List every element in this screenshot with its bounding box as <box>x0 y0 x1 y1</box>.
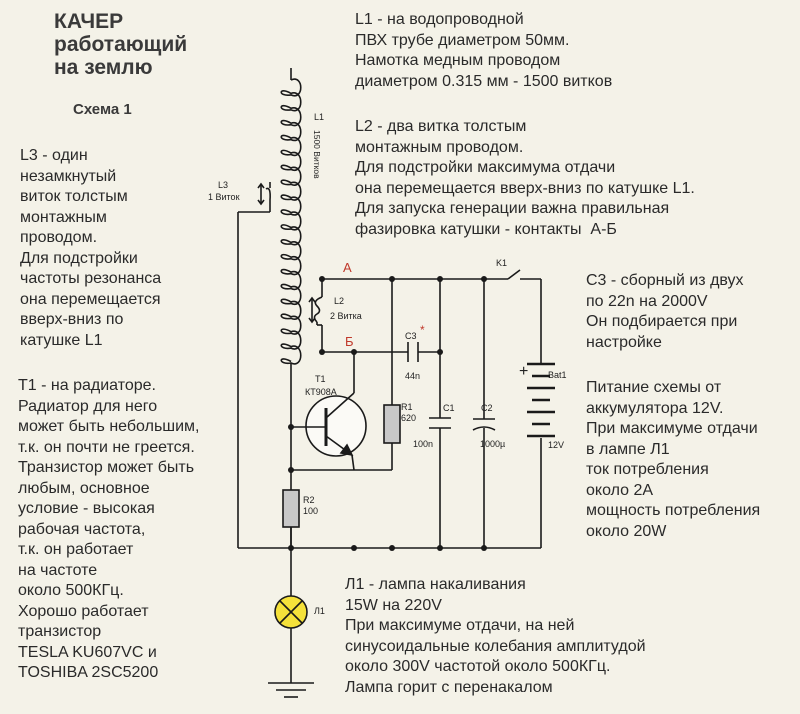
lamp-l1 <box>274 595 308 629</box>
c1-value-label: 100n <box>413 439 433 449</box>
junction-dots <box>288 276 487 551</box>
lamp-label: Л1 <box>314 606 325 616</box>
r1-value-label: 620 <box>401 413 416 423</box>
battery-label: Bat1 <box>548 370 567 380</box>
coil-l1-winding <box>280 78 302 365</box>
note-c3: С3 - сборный из двух по 22n на 2000V Он … <box>586 272 744 351</box>
coil-l2 <box>313 279 323 352</box>
c2-label: C2 <box>481 403 493 413</box>
c3-mark: * <box>420 323 425 337</box>
switch-k1-label: K1 <box>496 258 507 268</box>
l2-turns-label: 2 Витка <box>330 311 362 321</box>
l3-label: L3 <box>218 180 228 190</box>
note-t1: T1 - на радиаторе. Радиатор для него мож… <box>18 377 200 681</box>
l3-turns-label: 1 Виток <box>208 192 240 202</box>
contact-b-label: Б <box>345 334 354 349</box>
c3-label: C3 <box>405 331 417 341</box>
ground-symbol <box>268 682 314 698</box>
battery-plus-sign: + <box>519 363 528 380</box>
coil-l1 <box>280 78 302 365</box>
t1-label: T1 <box>315 374 326 384</box>
capacitor-c1 <box>429 279 451 548</box>
contact-a-label: А <box>343 260 352 275</box>
transistor-t1 <box>291 392 367 471</box>
adjust-arrow-l2 <box>308 296 316 324</box>
capacitor-c2 <box>472 279 496 548</box>
switch-k1 <box>507 269 541 280</box>
page-subtitle: Схема 1 <box>73 101 132 118</box>
l1-turns-label: 1500 Витков <box>312 130 322 179</box>
note-lamp: Л1 - лампа накаливания 15W на 220V При м… <box>345 576 646 696</box>
battery-voltage-label: 12V <box>548 440 564 450</box>
resistor-r1 <box>291 279 401 471</box>
r1-label: R1 <box>401 402 413 412</box>
note-l3: L3 - один незамкнутый виток толстым монт… <box>20 147 162 349</box>
resistor-r2 <box>282 489 300 528</box>
r2-label: R2 <box>303 495 315 505</box>
page-title: КАЧЕР работающий на землю <box>54 10 188 79</box>
l1-label: L1 <box>314 112 324 122</box>
c3-value-label: 44n <box>405 371 420 381</box>
note-l1: L1 - на водопроводной ПВХ трубе диаметро… <box>355 11 613 90</box>
adjust-arrow-l3 <box>257 182 265 206</box>
r2-value-label: 100 <box>303 506 318 516</box>
t1-model-label: КТ908А <box>305 387 337 397</box>
l2-label: L2 <box>334 296 344 306</box>
note-l2: L2 - два витка толстым монтажным проводо… <box>355 118 695 238</box>
c2-value-label: 1000µ <box>480 439 505 449</box>
battery-bat1 <box>527 362 555 438</box>
coil-l3 <box>237 182 271 548</box>
c1-label: C1 <box>443 403 455 413</box>
note-power: Питание схемы от аккумулятора 12V. При м… <box>586 379 761 540</box>
